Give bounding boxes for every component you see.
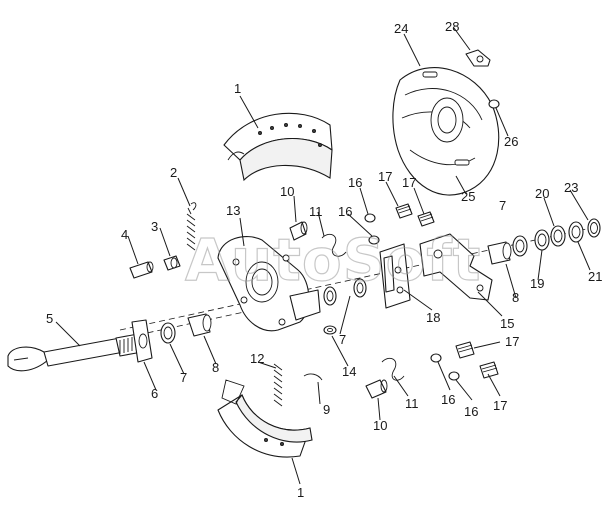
retaining-clip-lower <box>381 357 405 381</box>
bushing-part-4 <box>129 261 154 279</box>
callout-25: 25 <box>461 189 475 204</box>
callout-9: 9 <box>323 402 330 417</box>
callout-1-top: 1 <box>234 81 241 96</box>
callout-4: 4 <box>121 227 128 242</box>
callout-labels: 1 1 2 3 4 5 6 7 7 7 8 8 9 10 10 11 11 12… <box>46 19 602 500</box>
callout-11-bottom: 11 <box>405 396 419 411</box>
adjuster-bracket <box>419 233 493 301</box>
callout-16-c: 16 <box>441 392 455 407</box>
washer-16-c <box>430 353 442 363</box>
callout-17-b: 17 <box>402 175 416 190</box>
bushing-part-8-right <box>487 241 512 265</box>
callout-16-d: 16 <box>464 404 478 419</box>
clip-part <box>465 49 491 67</box>
callout-16-b: 16 <box>338 204 352 219</box>
callout-21: 21 <box>588 269 602 284</box>
callout-16-a: 16 <box>348 175 362 190</box>
anchor-pin <box>303 373 323 381</box>
bushing-part-8-left <box>187 313 212 337</box>
callout-14: 14 <box>342 364 356 379</box>
brake-camshaft <box>7 333 143 372</box>
roller-pin-upper <box>289 221 308 241</box>
callout-17-d: 17 <box>493 398 507 413</box>
washer-16-a <box>364 213 376 223</box>
callout-12: 12 <box>250 351 264 366</box>
callout-24: 24 <box>394 21 408 36</box>
callout-5: 5 <box>46 311 53 326</box>
callout-7-left: 7 <box>180 370 187 385</box>
callout-19: 19 <box>530 276 544 291</box>
callout-6: 6 <box>151 386 158 401</box>
leader-lines <box>55 27 591 485</box>
callout-10-bottom: 10 <box>373 418 387 433</box>
callout-2: 2 <box>170 165 177 180</box>
washer-part-14 <box>323 325 337 335</box>
callout-13: 13 <box>226 203 240 218</box>
bolt-17-a <box>395 203 413 219</box>
washer-16-b <box>368 235 380 245</box>
callout-7-right: 7 <box>499 198 506 213</box>
bolt-17-b <box>417 211 435 227</box>
brake-spider <box>217 236 321 332</box>
callout-26: 26 <box>504 134 518 149</box>
callout-3: 3 <box>151 219 158 234</box>
callout-18: 18 <box>426 310 440 325</box>
roller-pin-lower <box>365 379 388 399</box>
return-spring-upper <box>186 202 197 251</box>
brake-shoe-top <box>223 112 333 182</box>
bolt-17-d <box>479 361 499 379</box>
callout-11-top: 11 <box>309 204 323 219</box>
brake-shoe-bottom <box>217 379 313 458</box>
retaining-clip-upper <box>321 233 347 257</box>
callout-10-top: 10 <box>280 184 294 199</box>
return-spring-lower <box>273 363 283 407</box>
callout-15: 15 <box>500 316 514 331</box>
callout-7-mid: 7 <box>339 332 346 347</box>
callout-20: 20 <box>535 186 549 201</box>
washer-plate <box>131 319 153 363</box>
bolt-17-c <box>455 341 475 359</box>
callout-23: 23 <box>564 180 578 195</box>
watermark-logo: AutoSoft <box>185 226 481 294</box>
callout-28: 28 <box>445 19 459 34</box>
callout-8-right: 8 <box>512 290 519 305</box>
chamber-bracket <box>379 243 411 309</box>
washer-16-d <box>448 371 460 381</box>
callout-17-c: 17 <box>505 334 519 349</box>
callout-1-bottom: 1 <box>297 485 304 500</box>
callout-8-left: 8 <box>212 360 219 375</box>
small-washer <box>488 99 500 109</box>
dust-shield <box>392 67 500 196</box>
callout-17-a: 17 <box>378 169 392 184</box>
bushing-part-3 <box>163 255 181 271</box>
